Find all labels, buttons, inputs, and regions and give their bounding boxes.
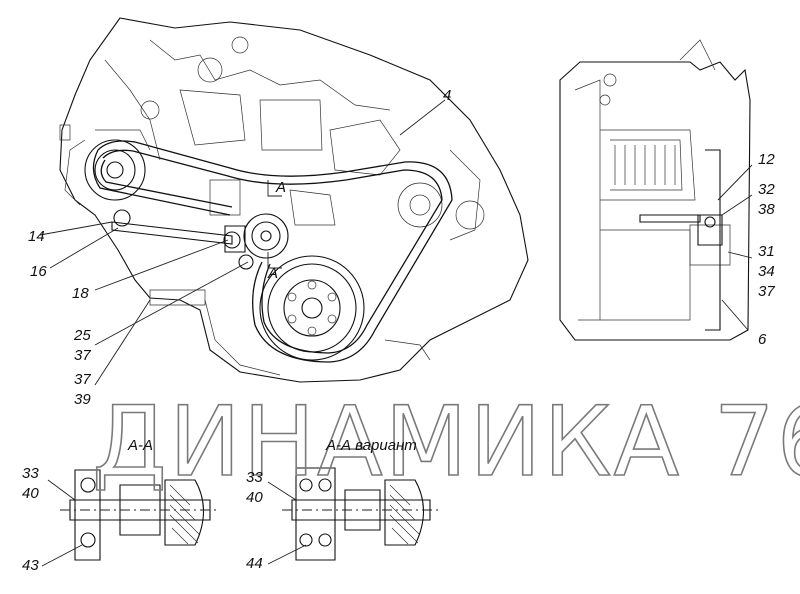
section-a-a-variant — [282, 467, 440, 561]
callout-38: 38 — [758, 201, 775, 218]
callout-25: 25 — [73, 327, 91, 344]
callout-40-right: 40 — [246, 489, 263, 506]
callout-44: 44 — [246, 555, 263, 572]
callout-37-a: 37 — [74, 347, 91, 364]
leader-lines — [39, 99, 753, 567]
side-view — [559, 39, 751, 341]
callout-37-b: 37 — [74, 371, 91, 388]
watermark-text: ДИНАМИКА 76 — [92, 386, 800, 498]
section-a-a — [60, 469, 220, 561]
view-mark-lower: A — [267, 265, 278, 282]
callout-16: 16 — [30, 263, 47, 280]
callout-40-left: 40 — [22, 485, 39, 502]
callout-12: 12 — [758, 151, 775, 168]
callout-32: 32 — [758, 181, 775, 198]
adjusting-bar — [111, 209, 254, 270]
view-mark-upper: A — [275, 179, 286, 196]
callout-4: 4 — [443, 87, 451, 104]
callout-39: 39 — [74, 391, 91, 408]
tension-pulley — [243, 213, 289, 259]
engine-main-view — [59, 17, 529, 383]
callout-34: 34 — [758, 263, 775, 280]
callout-18: 18 — [72, 285, 89, 302]
callout-31: 31 — [758, 243, 775, 260]
callout-6: 6 — [758, 331, 767, 348]
callout-33-left: 33 — [22, 465, 39, 482]
callout-33-right: 33 — [246, 469, 263, 486]
callout-43: 43 — [22, 557, 39, 574]
callout-14: 14 — [28, 228, 45, 245]
section-a-a-title: А-А — [127, 437, 153, 454]
callout-labels: 4 12 32 38 31 34 37 6 14 16 18 25 37 37 … — [22, 87, 775, 574]
section-a-a-variant-title: А-А вариант — [325, 437, 417, 454]
callout-37-right: 37 — [758, 283, 775, 300]
alternator — [59, 124, 151, 206]
drive-belt — [92, 140, 453, 363]
